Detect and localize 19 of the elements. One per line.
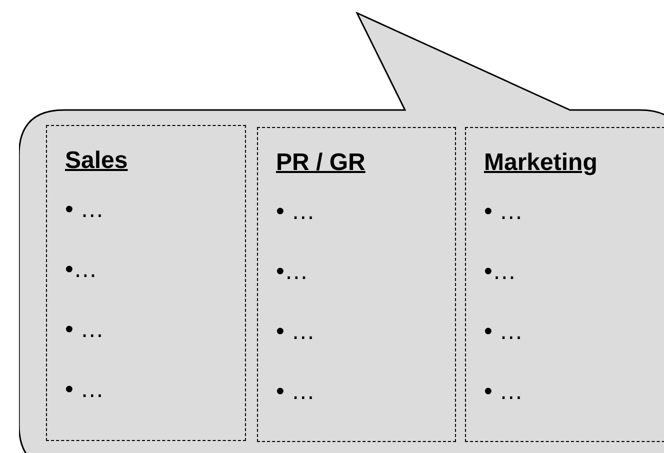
bullet-item: • … [484,198,524,226]
column-heading: Sales [65,147,128,175]
dashed-column-box [465,127,664,442]
bullet-item: • … [276,318,316,346]
bullet-item: •… [276,258,308,286]
column-heading: PR / GR [276,149,366,177]
dashed-column-box [46,125,246,441]
bullet-item: • … [276,198,316,226]
speech-bubble [19,12,664,453]
bullet-item: • … [65,316,104,344]
bullet-item: •… [65,256,98,284]
bullet-item: • … [65,196,104,224]
bullet-item: •… [484,258,516,286]
column-heading: Marketing [484,149,598,177]
dashed-column-box [257,127,456,442]
bullet-item: • … [65,376,104,404]
bullet-item: • … [276,378,316,406]
bullet-item: • … [484,318,524,346]
bullet-item: • … [484,378,524,406]
